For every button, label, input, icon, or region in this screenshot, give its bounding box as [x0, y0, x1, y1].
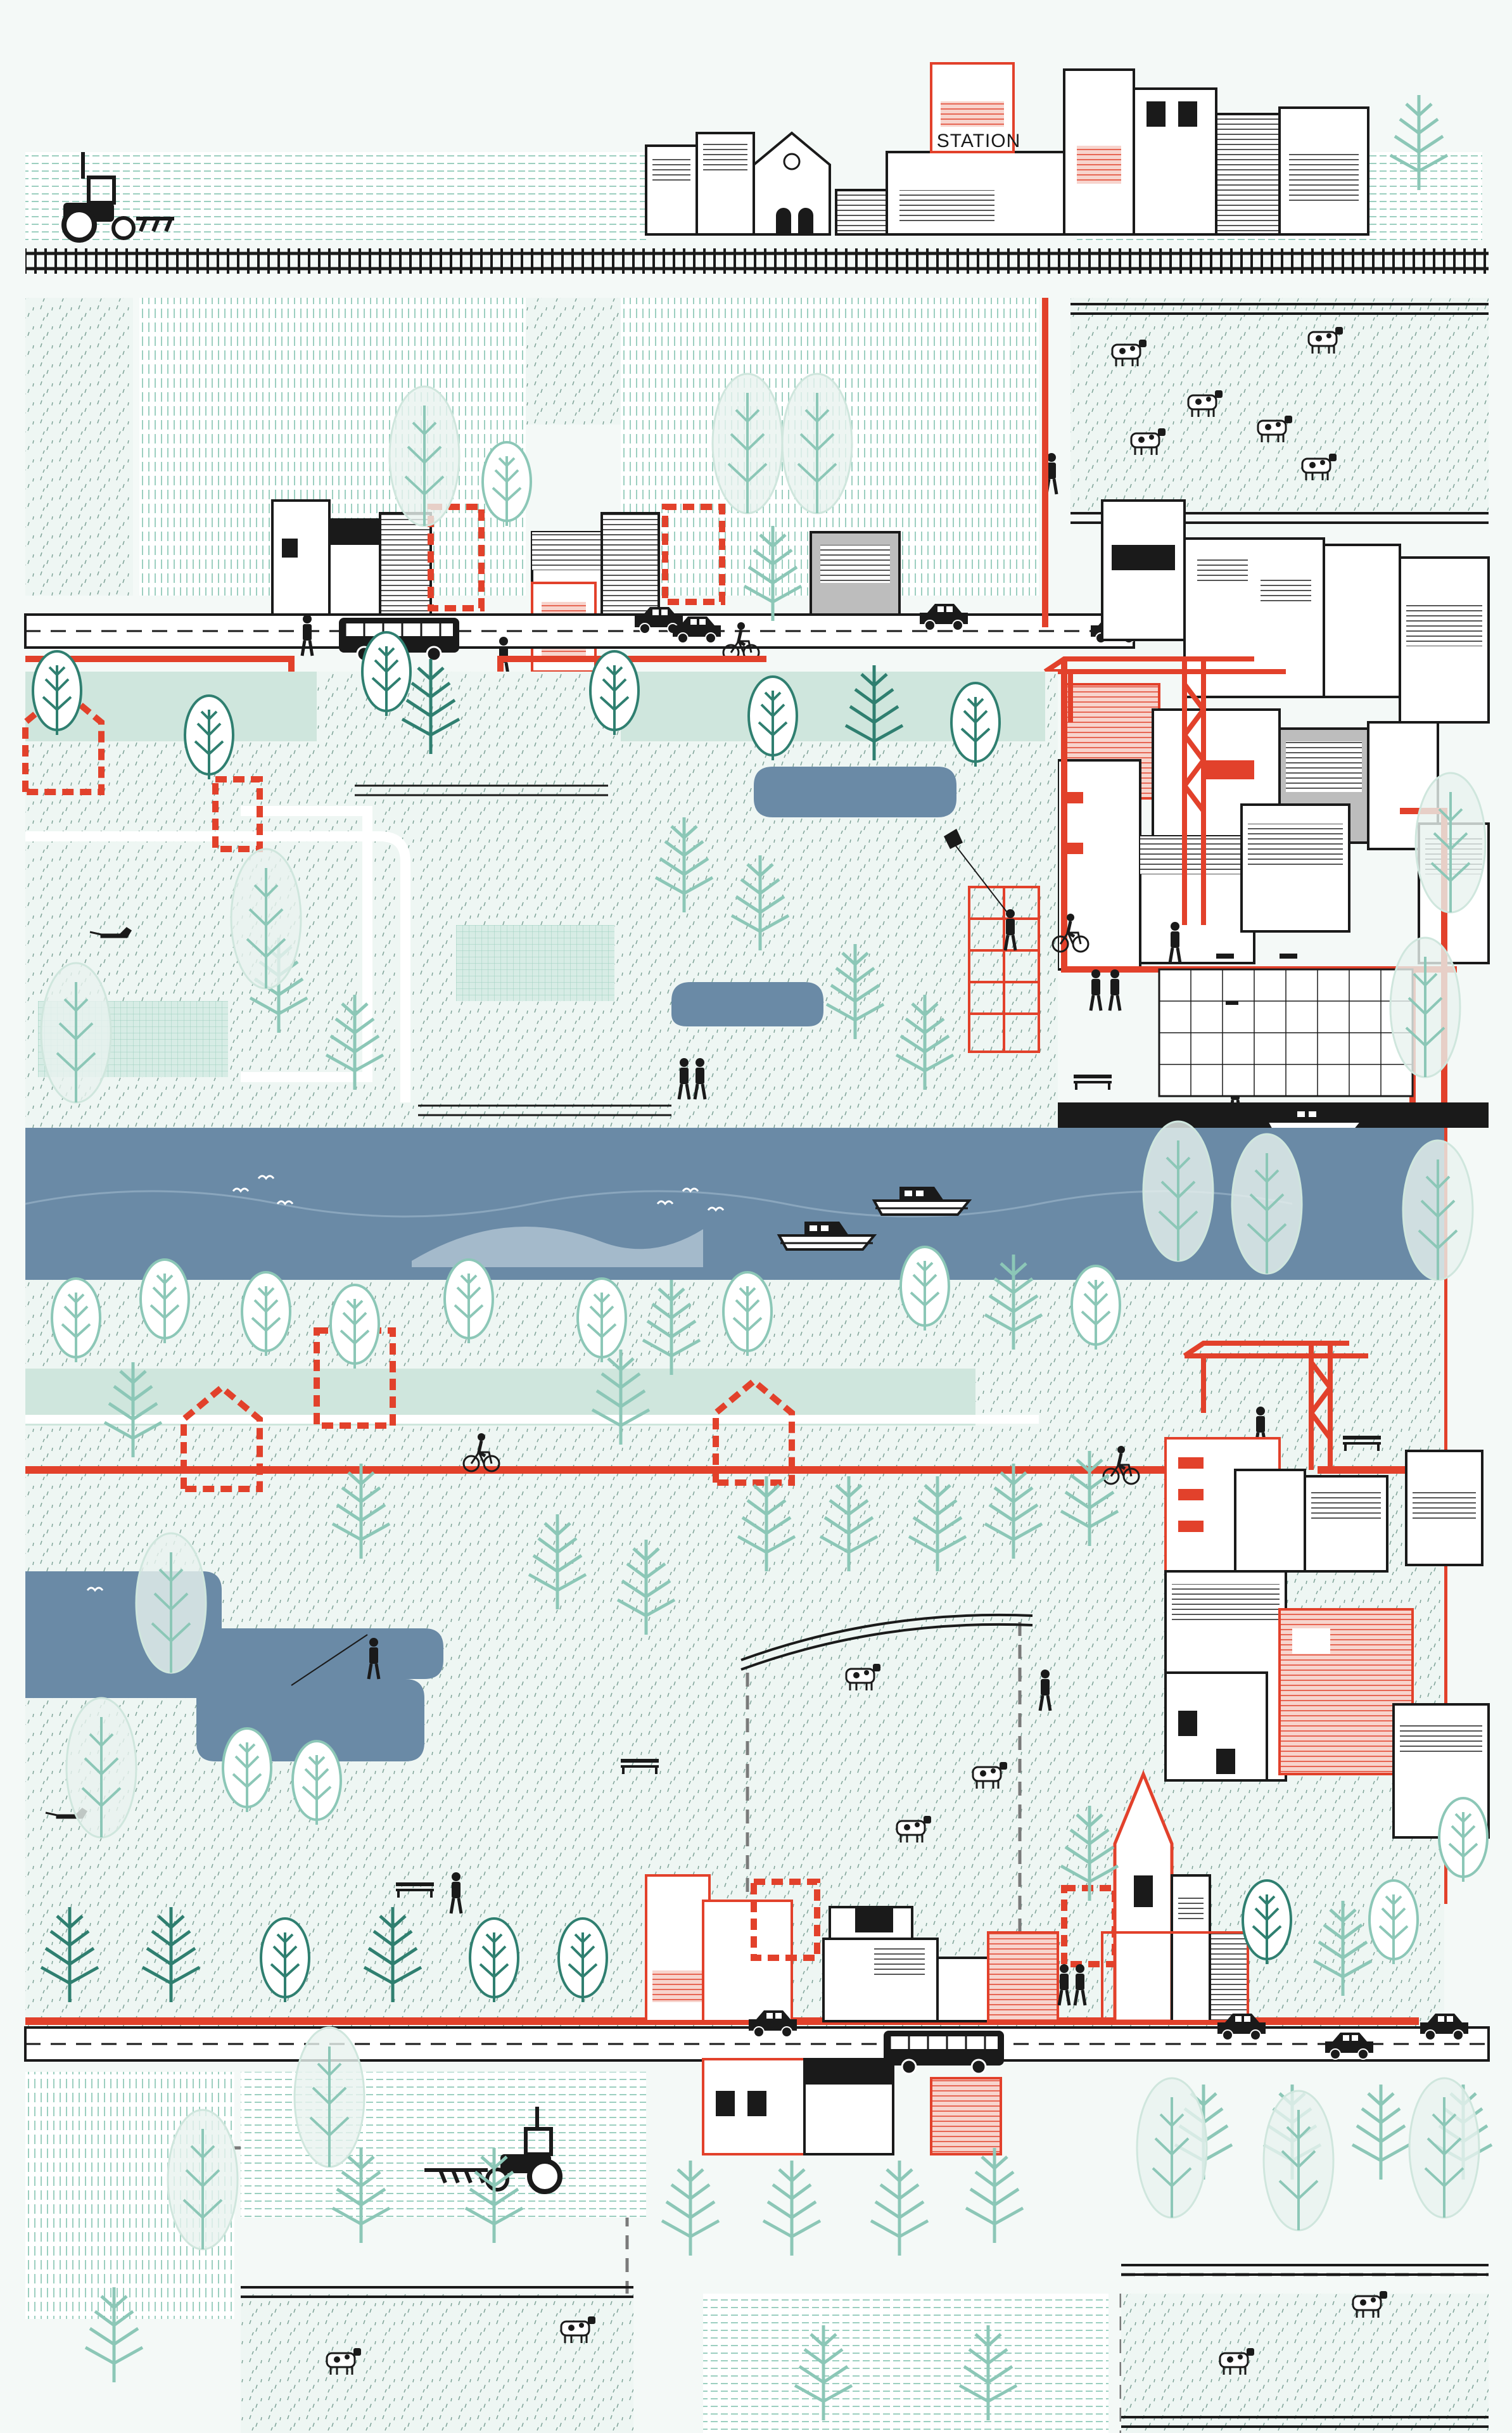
town-block-lower-right [1164, 1437, 1490, 1839]
pasture-upper-right [1070, 298, 1489, 513]
crop-field-bottom-3 [703, 2294, 1109, 2433]
fox-icon [89, 927, 132, 938]
tractor-icon [61, 152, 174, 243]
station-buildings: STATION [645, 62, 1369, 236]
train-station-icon [753, 131, 831, 236]
fence-icon [740, 1613, 1033, 1661]
fence-icon [241, 2264, 1489, 2428]
town-block-upper-right [1057, 499, 1490, 971]
pond-upper-1 [754, 767, 956, 817]
cafe-table-icon [1158, 954, 1414, 1097]
pond-upper-2 [671, 982, 823, 1026]
station-label: STATION [937, 131, 1021, 151]
crane-icon [1183, 1341, 1368, 1470]
village-lower [645, 1770, 1249, 2023]
fisherman-icon [291, 1634, 379, 1686]
dashed-plot-marker [212, 776, 263, 852]
village-below-road [702, 2058, 1002, 2155]
kite-icon [944, 829, 1040, 1053]
fence-icon [355, 784, 671, 1116]
railway-track [25, 248, 1489, 274]
pond-lower [25, 1571, 443, 1761]
